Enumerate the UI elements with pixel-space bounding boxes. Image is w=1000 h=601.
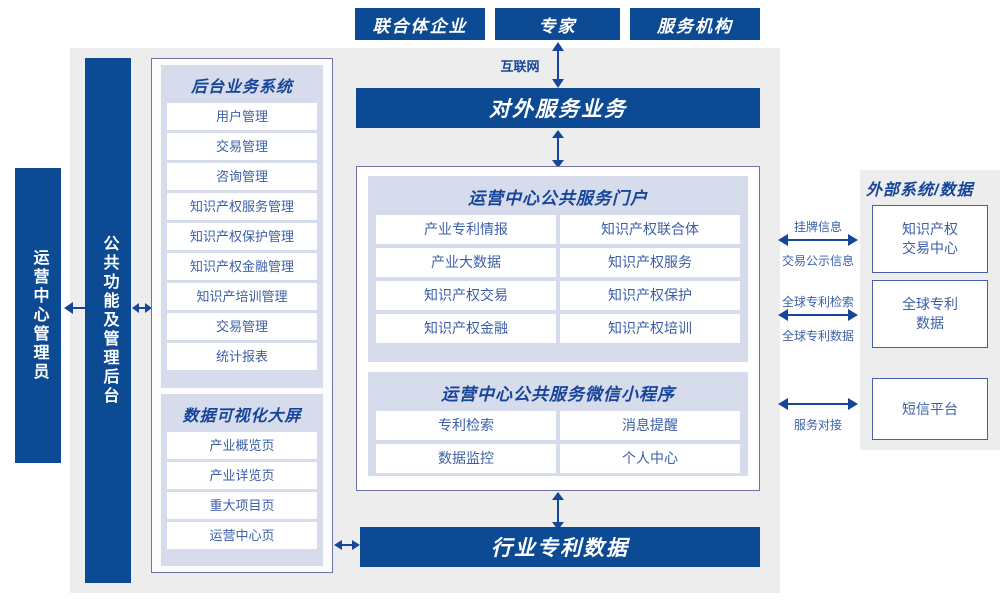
ip-trading-arrow-label-above: 挂牌信息: [793, 220, 842, 234]
sidebar-operations-center-admin: 运营中心管理员: [15, 168, 61, 463]
miniprogram-item[interactable]: 专利检索: [376, 411, 556, 440]
backend-item[interactable]: 知识产权金融管理: [167, 253, 317, 280]
external-box-line2: 数据: [916, 315, 944, 331]
group-wechat-miniprogram: 运营中心公共服务微信小程序 专利检索 消息提醒 数据监控 个人中心: [368, 372, 748, 476]
external-box-ip-trading-center[interactable]: 知识产权 交易中心: [872, 205, 988, 273]
external-box-line1: 全球专利: [902, 296, 958, 313]
external-box-line1: 知识产权: [902, 221, 958, 238]
miniprogram-item-grid: 专利检索 消息提醒 数据监控 个人中心: [368, 411, 748, 481]
industry-data-label: 行业专利数据: [491, 537, 629, 560]
external-box-sms-platform[interactable]: 短信平台: [872, 378, 988, 440]
dataviz-item[interactable]: 产业详览页: [167, 462, 317, 489]
external-box-label: 短信平台: [902, 400, 958, 417]
external-systems-title: 外部系统/数据: [866, 182, 974, 199]
portal-item[interactable]: 产业大数据: [376, 248, 556, 277]
sms-platform-arrow-label-below: 服务对接: [793, 418, 842, 432]
actor-box-consortium: 联合体企业: [355, 8, 485, 40]
sidebar-common-function-backend: 公共功能及管理后台: [85, 58, 131, 583]
group-title: 运营中心公共服务门户: [468, 189, 648, 208]
group-title: 运营中心公共服务微信小程序: [441, 385, 675, 404]
service-to-portal-arrow: [550, 130, 566, 168]
external-box-label: 全球专利 数据: [902, 295, 958, 333]
backend-item-list: 用户管理 交易管理 咨询管理 知识产权服务管理 知识产权保护管理 知识产权金融管…: [161, 103, 323, 376]
actor-box-expert: 专家: [495, 8, 620, 40]
group-title: 后台业务系统: [190, 79, 293, 96]
external-box-global-patent-data[interactable]: 全球专利 数据: [872, 280, 988, 348]
portal-item[interactable]: 产业专利情报: [376, 215, 556, 244]
group-title: 数据可视化大屏: [182, 408, 302, 425]
global-patent-arrow: [778, 307, 858, 323]
dataviz-item-list: 产业概览页 产业详览页 重大项目页 运营中心页: [161, 432, 323, 555]
miniprogram-item[interactable]: 数据监控: [376, 444, 556, 473]
portal-item[interactable]: 知识产权交易: [376, 281, 556, 310]
actor-label: 服务机构: [657, 16, 733, 36]
external-box-label: 知识产权 交易中心: [902, 220, 958, 258]
portal-item[interactable]: 知识产权服务: [560, 248, 740, 277]
external-service-label: 对外服务业务: [489, 98, 627, 121]
backend-item[interactable]: 知识产权服务管理: [167, 193, 317, 220]
backend-item[interactable]: 交易管理: [167, 313, 317, 340]
portal-item[interactable]: 知识产权联合体: [560, 215, 740, 244]
backend-item[interactable]: 知识产培训管理: [167, 283, 317, 310]
sidebar-label: 运营中心管理员: [30, 249, 48, 382]
portal-item-grid: 产业专利情报 知识产权联合体 产业大数据 知识产权服务 知识产权交易 知识产权保…: [368, 215, 748, 351]
actor-box-service-agency: 服务机构: [630, 8, 760, 40]
global-patent-arrow-label-above: 全球专利检索: [781, 295, 854, 309]
dataviz-item[interactable]: 运营中心页: [167, 522, 317, 549]
ip-trading-arrow-label-below: 交易公示信息: [781, 254, 854, 268]
portal-to-industry-data-arrow: [550, 492, 566, 530]
industry-patent-data-bar: 行业专利数据: [360, 527, 760, 567]
group-backend-business-system: 后台业务系统 用户管理 交易管理 咨询管理 知识产权服务管理 知识产权保护管理 …: [161, 65, 323, 388]
backend-to-systems-arrow: [132, 300, 152, 316]
actor-label: 专家: [538, 16, 577, 36]
internet-label: 互联网: [500, 59, 540, 74]
sidebar-label: 公共功能及管理后台: [100, 235, 118, 406]
internet-arrow: [550, 42, 566, 88]
backend-item[interactable]: 咨询管理: [167, 163, 317, 190]
miniprogram-item[interactable]: 个人中心: [560, 444, 740, 473]
backend-item[interactable]: 统计报表: [167, 343, 317, 370]
dataviz-to-industry-data-arrow: [334, 537, 360, 553]
global-patent-arrow-label-below: 全球专利数据: [781, 329, 854, 343]
backend-item[interactable]: 知识产权保护管理: [167, 223, 317, 250]
backend-item[interactable]: 交易管理: [167, 133, 317, 160]
portal-item[interactable]: 知识产权保护: [560, 281, 740, 310]
miniprogram-item[interactable]: 消息提醒: [560, 411, 740, 440]
group-public-service-portal: 运营中心公共服务门户 产业专利情报 知识产权联合体 产业大数据 知识产权服务 知…: [368, 176, 748, 362]
external-service-bar: 对外服务业务: [356, 88, 760, 128]
group-data-visualization: 数据可视化大屏 产业概览页 产业详览页 重大项目页 运营中心页: [161, 394, 323, 566]
portal-item[interactable]: 知识产权培训: [560, 314, 740, 343]
sms-platform-arrow: [778, 396, 858, 412]
dataviz-item[interactable]: 产业概览页: [167, 432, 317, 459]
dataviz-item[interactable]: 重大项目页: [167, 492, 317, 519]
ip-trading-arrow: [778, 232, 858, 248]
external-box-line2: 交易中心: [902, 240, 958, 256]
portal-item[interactable]: 知识产权金融: [376, 314, 556, 343]
backend-item[interactable]: 用户管理: [167, 103, 317, 130]
actor-label: 联合体企业: [372, 16, 468, 36]
